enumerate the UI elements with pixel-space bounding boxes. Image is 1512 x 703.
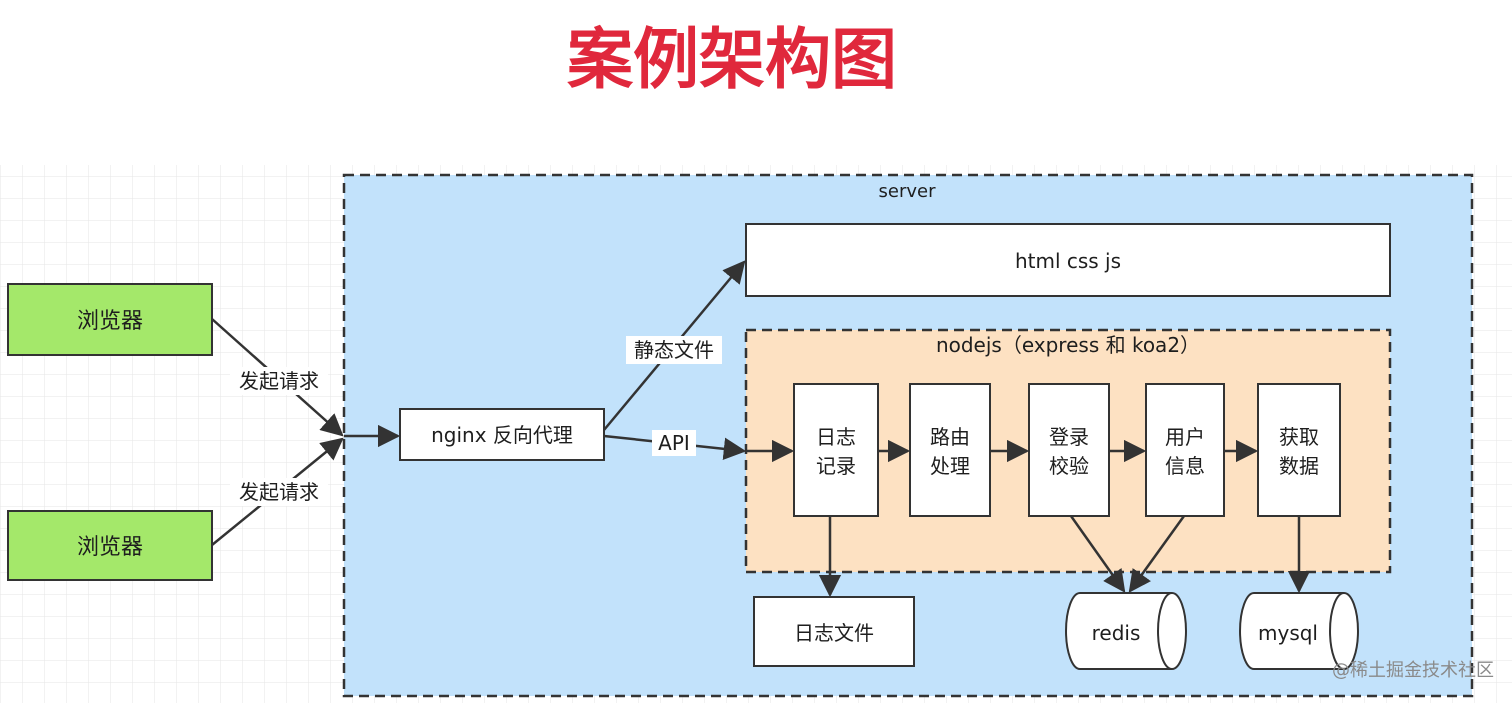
login-check-label-line2: 校验: [1049, 454, 1089, 478]
browser-node-top: [7, 283, 213, 356]
watermark: @稀土掘金技术社区: [1332, 660, 1494, 681]
edge-label-static-files: 静态文件: [634, 338, 714, 362]
browser-node-bottom-label: 浏览器: [77, 535, 143, 560]
edge-label-request-top: 发起请求: [239, 369, 319, 393]
edge-label-static-files-bg: [626, 336, 722, 364]
fetch-data-label-line1: 获取: [1279, 425, 1319, 449]
user-info-node: [1145, 383, 1225, 517]
browser-node-bottom: [7, 510, 213, 581]
login-check-node: [1028, 383, 1110, 517]
log-file-label: 日志文件: [794, 621, 874, 645]
mysql-label: mysql: [1258, 621, 1318, 645]
redis-label: redis: [1092, 621, 1141, 645]
log-record-node: [793, 383, 879, 517]
redis-cylinder-edge: [1157, 592, 1173, 670]
edge-label-request-top-bg: [230, 367, 328, 395]
nodejs-group-label: nodejs（express 和 koa2）: [936, 333, 1200, 357]
mysql-cylinder-edge: [1329, 592, 1345, 670]
static-assets-box: [745, 223, 1391, 297]
edge-label-request-bottom-bg: [230, 478, 328, 506]
nginx-node-label: nginx 反向代理: [431, 423, 573, 447]
server-group-label: server: [879, 181, 937, 202]
edge-user-info-to-redis: [1128, 515, 1186, 593]
user-info-label-line1: 用户: [1165, 425, 1205, 449]
edge-login-check-to-redis: [1069, 515, 1126, 593]
nginx-node: [399, 408, 605, 461]
browser-node-top-label: 浏览器: [77, 309, 143, 334]
log-record-label-line1: 日志: [816, 425, 856, 449]
edge-label-api-bg: [652, 430, 696, 456]
page-title: 案例架构图: [567, 21, 897, 98]
log-file-node: [753, 596, 915, 667]
routing-label-line2: 处理: [930, 454, 970, 478]
edge-label-api: API: [658, 431, 690, 455]
login-check-label-line1: 登录: [1049, 425, 1089, 449]
user-info-label-line2: 信息: [1165, 454, 1205, 478]
fetch-data-label-line2: 数据: [1279, 454, 1319, 478]
edge-label-request-bottom: 发起请求: [239, 480, 319, 504]
routing-node: [909, 383, 991, 517]
routing-label-line1: 路由: [930, 425, 970, 449]
static-assets-label: html css js: [1015, 249, 1121, 273]
fetch-data-node: [1257, 383, 1341, 517]
log-record-label-line2: 记录: [816, 454, 856, 478]
